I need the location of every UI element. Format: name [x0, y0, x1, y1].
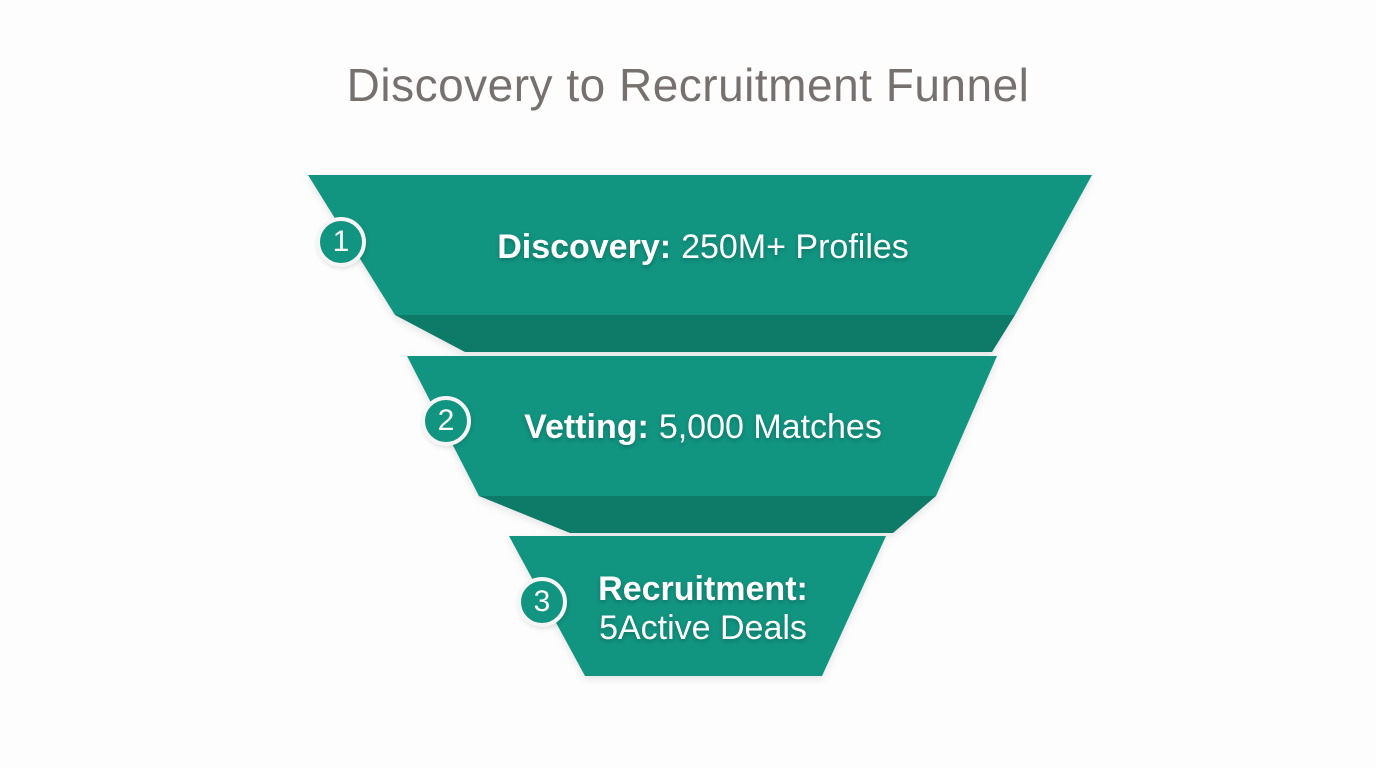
stage-2-text: Vetting: 5,000 Matches [303, 399, 1103, 455]
stage-2-value: 5,000 Matches [658, 407, 882, 446]
stage-1-number: 1 [332, 225, 350, 258]
stage-1-number-badge: 1 [316, 217, 366, 267]
stage-2-number: 2 [437, 404, 455, 437]
stage-2-number-badge: 2 [421, 396, 471, 446]
fold-1-ribbon [395, 315, 1015, 352]
stage-1-text: Discovery: 250M+ Profiles [303, 219, 1103, 275]
stage-1-trapezoid [308, 175, 1092, 315]
stage-3-label: Recruitment: [598, 569, 808, 608]
diagram-title: Discovery to Recruitment Funnel [346, 59, 1030, 111]
stage-1-label: Discovery: [497, 227, 672, 266]
stage-3-value: 5Active Deals [599, 608, 807, 647]
stage-1-value: 250M+ Profiles [681, 227, 909, 266]
stage-3-text: Recruitment: 5Active Deals [303, 562, 1103, 654]
stage-3-number: 3 [533, 585, 551, 618]
stage-3-number-badge: 3 [517, 577, 567, 627]
stage-2-label: Vetting: [524, 407, 649, 446]
stage-2-trapezoid [407, 356, 997, 496]
stage-3-trapezoid [509, 536, 886, 676]
fold-2-ribbon [479, 496, 936, 533]
